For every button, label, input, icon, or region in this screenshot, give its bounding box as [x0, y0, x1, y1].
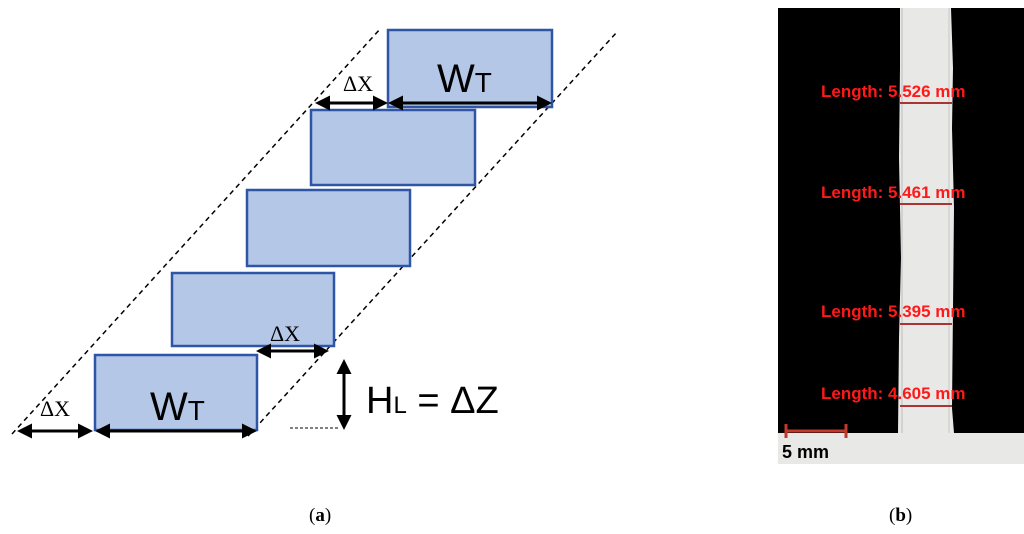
panel-b-photo: Length: 5.526 mm Length: 5.461 mm Length…: [778, 8, 1024, 464]
measurement-label-2: Length: 5.461 mm: [821, 183, 966, 202]
dx-label-middle: ΔX: [270, 321, 300, 346]
caption-b: (b): [889, 505, 913, 526]
block-layer-4: [309, 108, 477, 187]
specimen-strip: [778, 8, 1024, 464]
block-layer-2: [170, 271, 336, 348]
measure-line-2: [900, 203, 952, 205]
panel-a-diagram: ΔX WT ΔX ΔX WT HL = ΔZ: [11, 27, 618, 439]
wt-label-bottom: WT: [150, 385, 205, 429]
measurement-label-1: Length: 5.526 mm: [821, 82, 966, 101]
right-guide-line: [247, 31, 618, 437]
dx-label-bottom: ΔX: [40, 396, 70, 421]
wt-label-top: WT: [437, 57, 492, 101]
scale-bar-icon: [784, 424, 848, 438]
left-guide-line: [11, 27, 382, 435]
measurement-label-4: Length: 4.605 mm: [821, 384, 966, 403]
dx-label-top: ΔX: [343, 71, 373, 96]
block-layer-3: [245, 188, 412, 268]
measure-line-1: [900, 102, 952, 104]
measure-line-3: [900, 323, 952, 325]
measurement-label-3: Length: 5.395 mm: [821, 302, 966, 321]
scale-bar-label: 5 mm: [782, 442, 830, 462]
caption-a: (a): [309, 505, 332, 526]
measure-line-4: [900, 405, 952, 407]
hl-equation-label: HL = ΔZ: [366, 380, 499, 422]
